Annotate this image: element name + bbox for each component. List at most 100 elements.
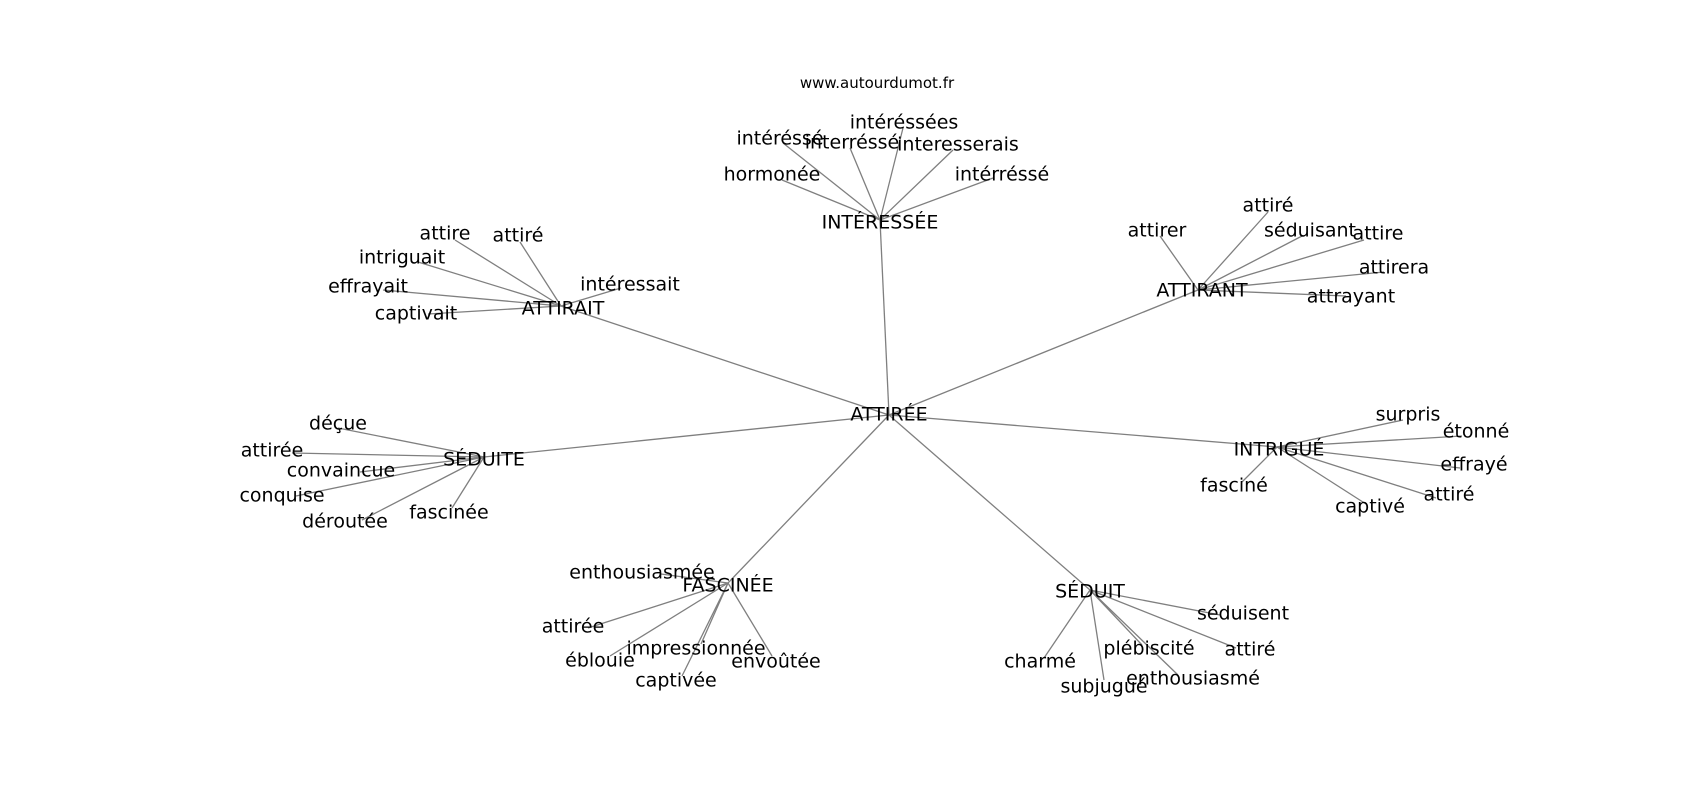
center-node[interactable]: ATTIRÉE bbox=[850, 403, 927, 426]
edge-hub-to-leaf bbox=[609, 582, 729, 657]
edge-hub-to-leaf bbox=[1159, 235, 1199, 291]
leaf-node[interactable]: charmé bbox=[1004, 651, 1076, 673]
edge-hub-to-leaf bbox=[1276, 446, 1367, 505]
edge-hub-to-leaf bbox=[451, 456, 485, 509]
hub-node[interactable]: SÉDUIT bbox=[1055, 580, 1125, 603]
edge-hub-to-leaf bbox=[727, 582, 773, 657]
edge-hub-to-leaf bbox=[519, 241, 562, 307]
edge-hub-to-leaf bbox=[849, 147, 881, 221]
edge-hub-to-leaf bbox=[660, 573, 729, 584]
edge-hub-to-leaf bbox=[1089, 589, 1105, 681]
edge-hub-to-leaf bbox=[1276, 419, 1404, 448]
leaf-node[interactable]: intéressait bbox=[580, 274, 680, 296]
leaf-node[interactable]: subjugué bbox=[1060, 676, 1147, 698]
hub-node[interactable]: ATTIRAIT bbox=[522, 298, 605, 320]
edge-hub-to-leaf bbox=[1197, 211, 1269, 291]
leaf-node[interactable]: attiré bbox=[1424, 484, 1475, 506]
leaf-node[interactable]: éblouie bbox=[565, 650, 635, 672]
edge-hub-to-leaf bbox=[1089, 589, 1237, 649]
leaf-node[interactable]: enthousiasmé bbox=[1126, 668, 1260, 690]
leaf-node[interactable]: fasciné bbox=[1200, 475, 1268, 497]
hub-node[interactable]: ATTIRANT bbox=[1156, 280, 1248, 302]
leaf-node[interactable]: déroutée bbox=[302, 511, 388, 533]
leaf-node[interactable]: attirée bbox=[542, 616, 605, 638]
edge-hub-to-leaf bbox=[879, 149, 954, 221]
edge-hub-to-leaf bbox=[295, 456, 485, 497]
edge-hub-to-leaf bbox=[427, 305, 562, 315]
leaf-node[interactable]: effrayé bbox=[1440, 454, 1507, 476]
leaf-node[interactable]: captivé bbox=[1335, 496, 1405, 518]
edge-center-to-hub bbox=[727, 414, 890, 584]
leaf-node[interactable]: séduisent bbox=[1197, 603, 1289, 625]
hub-node[interactable]: FASCINÉE bbox=[682, 574, 773, 597]
edge-hub-to-leaf bbox=[781, 179, 881, 221]
leaf-node[interactable]: étonné bbox=[1443, 421, 1510, 443]
edge-hub-to-leaf bbox=[879, 177, 994, 221]
leaf-node[interactable]: intéréssées bbox=[850, 112, 959, 134]
edge-hub-to-leaf bbox=[417, 261, 562, 307]
leaf-node[interactable]: interréssé bbox=[805, 132, 900, 154]
edge-hub-to-leaf bbox=[681, 582, 729, 677]
leaf-node[interactable]: déçue bbox=[309, 413, 367, 435]
leaf-node[interactable]: attire bbox=[1353, 223, 1404, 245]
edge-center-to-hub bbox=[879, 219, 890, 416]
edge-hub-to-leaf bbox=[560, 287, 622, 307]
leaf-node[interactable]: interesserais bbox=[897, 134, 1019, 156]
leaf-node[interactable]: attirer bbox=[1128, 220, 1187, 242]
edges-layer bbox=[291, 127, 1463, 681]
edge-hub-to-leaf bbox=[359, 456, 485, 473]
edge-hub-to-leaf bbox=[1276, 446, 1437, 499]
hub-node[interactable]: INTÉRESSÉE bbox=[822, 211, 939, 234]
edge-hub-to-leaf bbox=[454, 239, 562, 307]
edge-hub-to-leaf bbox=[337, 427, 485, 458]
leaf-node[interactable]: captivait bbox=[375, 303, 458, 325]
edge-hub-to-leaf bbox=[1197, 235, 1303, 291]
leaf-node[interactable]: attirée bbox=[241, 440, 304, 462]
leaf-node[interactable]: hormonée bbox=[724, 164, 821, 186]
hub-node[interactable]: SÉDUITE bbox=[443, 448, 525, 471]
leaf-node[interactable]: captivée bbox=[635, 670, 717, 692]
edge-hub-to-leaf bbox=[1241, 446, 1278, 483]
leaf-node[interactable]: intérréssé bbox=[955, 164, 1050, 186]
edge-center-to-hub bbox=[888, 414, 1278, 448]
leaf-node[interactable]: impressionnée bbox=[626, 638, 765, 660]
edge-hub-to-leaf bbox=[361, 456, 485, 521]
leaf-node[interactable]: fascinée bbox=[409, 502, 488, 524]
edge-hub-to-leaf bbox=[782, 142, 881, 221]
edge-hub-to-leaf bbox=[382, 289, 562, 307]
leaf-node[interactable]: intéréssé bbox=[736, 128, 823, 150]
hub-node[interactable]: INTRIGUÉ bbox=[1234, 438, 1325, 461]
leaf-node[interactable]: envoûtée bbox=[731, 651, 820, 673]
edge-hub-to-leaf bbox=[1089, 589, 1221, 616]
leaf-node[interactable]: attiré bbox=[493, 225, 544, 247]
edge-hub-to-leaf bbox=[1197, 271, 1385, 291]
edge-hub-to-leaf bbox=[1197, 239, 1365, 291]
edge-hub-to-leaf bbox=[1197, 289, 1347, 297]
edge-hub-to-leaf bbox=[1089, 589, 1179, 676]
leaf-node[interactable]: attirera bbox=[1359, 257, 1429, 279]
leaf-node[interactable]: attiré bbox=[1225, 639, 1276, 661]
leaf-node[interactable]: plébiscité bbox=[1103, 638, 1194, 660]
leaf-node[interactable]: attiré bbox=[1243, 195, 1294, 217]
nodes-layer: ATTIRÉEINTÉRESSÉEintérésséinterrésséinté… bbox=[239, 112, 1509, 698]
leaf-node[interactable]: attire bbox=[420, 223, 471, 245]
edge-hub-to-leaf bbox=[879, 127, 904, 221]
leaf-node[interactable]: conquise bbox=[239, 485, 324, 507]
edge-center-to-hub bbox=[560, 305, 890, 416]
edge-hub-to-leaf bbox=[1276, 435, 1463, 448]
leaf-node[interactable]: séduisant bbox=[1264, 220, 1356, 242]
site-url: www.autourdumot.fr bbox=[800, 74, 955, 92]
edge-center-to-hub bbox=[483, 414, 890, 458]
edge-hub-to-leaf bbox=[1276, 446, 1461, 469]
edge-hub-to-leaf bbox=[587, 582, 729, 629]
leaf-node[interactable]: enthousiasmée bbox=[569, 562, 715, 584]
leaf-node[interactable]: effrayait bbox=[328, 276, 408, 298]
leaf-node[interactable]: surpris bbox=[1376, 404, 1441, 426]
edge-center-to-hub bbox=[888, 289, 1199, 416]
edge-hub-to-leaf bbox=[1043, 589, 1091, 659]
leaf-node[interactable]: intriguait bbox=[359, 247, 445, 269]
edge-center-to-hub bbox=[888, 414, 1091, 591]
leaf-node[interactable]: convaincue bbox=[287, 460, 396, 482]
leaf-node[interactable]: attrayant bbox=[1307, 286, 1395, 308]
